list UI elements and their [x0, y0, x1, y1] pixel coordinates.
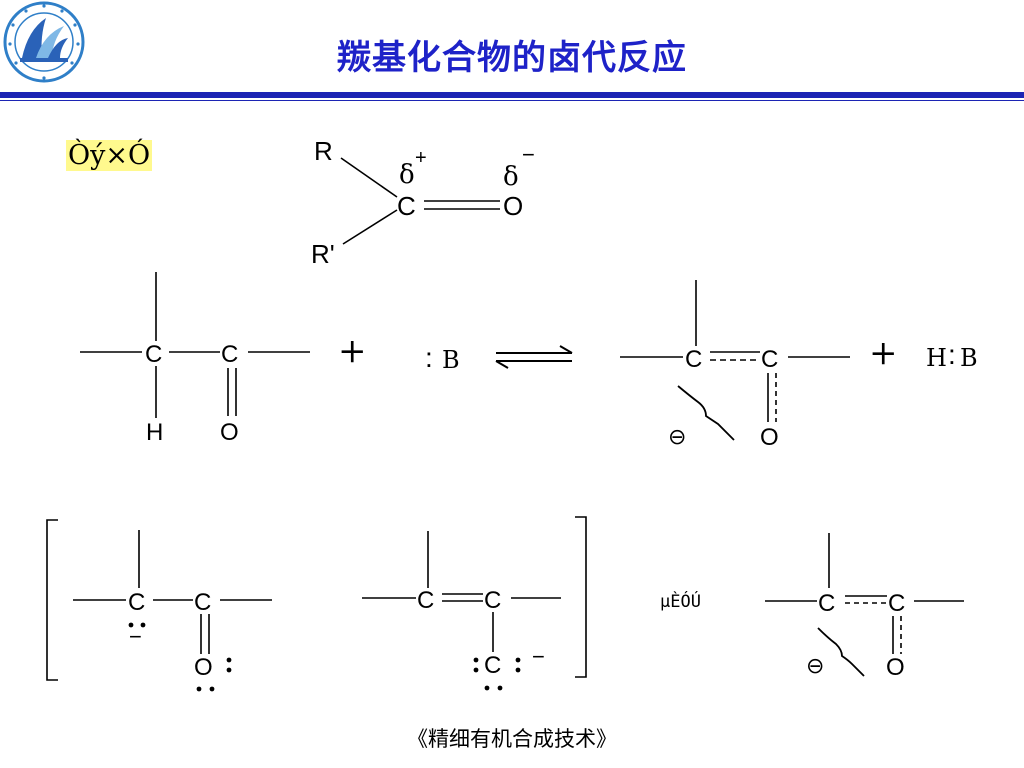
alpha-carbon: C: [417, 587, 434, 614]
carbonyl-oxygen: O: [194, 654, 213, 681]
carbonyl-oxygen: O: [503, 191, 523, 221]
carbonyl-carbon: C: [397, 191, 416, 221]
enolate-charge: −: [532, 644, 545, 669]
slide-title: 羰基化合物的卤代反应: [337, 38, 687, 78]
equilibrium-arrows: [495, 345, 573, 369]
alpha-carbon: C: [145, 341, 162, 368]
enolate-oxygen: O: [760, 424, 779, 451]
delta-plus-sign: +: [415, 147, 427, 169]
acid-lone-pair: :: [948, 339, 956, 370]
enol-carbon: C: [484, 587, 501, 614]
carbonyl-polarity-structure: R R' C O δ + δ −: [311, 136, 535, 269]
R-label: R: [314, 136, 333, 166]
resonance-enolate: C C C −: [362, 531, 561, 691]
alpha-hydrogen: H: [146, 419, 163, 446]
negative-charge-icon: ⊖: [668, 424, 686, 449]
resonance-carbanion: C C − O: [73, 530, 272, 692]
carbonyl-carbon: C: [221, 341, 238, 368]
delta-minus-symbol: δ: [503, 162, 519, 192]
resonance-bracket-right: [575, 516, 587, 678]
alpha-carbon: C: [685, 346, 702, 373]
enolate-product: C C O ⊖: [620, 280, 850, 451]
base-B: B: [442, 346, 460, 374]
carbanion-charge: −: [129, 624, 142, 649]
delta-plus-symbol: δ: [399, 160, 415, 190]
enolate-oxygen: C: [484, 652, 501, 679]
reactant-ketone: C C H O: [80, 272, 310, 446]
alpha-carbon: C: [818, 590, 835, 617]
carbonyl-carbon: C: [194, 589, 211, 616]
R-prime-label: R': [311, 239, 335, 269]
carbonyl-carbon: C: [761, 346, 778, 373]
equals-label: µÈÓÚ: [660, 590, 701, 612]
delta-minus-sign: −: [522, 142, 535, 167]
carbonyl-oxygen: O: [220, 419, 239, 446]
footer-course-title: 《精细有机合成技术》: [407, 727, 617, 751]
negative-charge-icon-2: ⊖: [806, 653, 824, 678]
header-rule-thin: [0, 100, 1024, 101]
plus-sign: +: [338, 331, 367, 371]
plus-sign-2: +: [869, 333, 898, 373]
carbonyl-carbon: C: [888, 590, 905, 617]
resonance-hybrid: C C O ⊖: [765, 533, 964, 681]
highlighted-note: Òý×Ó: [66, 140, 153, 171]
school-logo: [3, 1, 85, 83]
enolate-oxygen: O: [886, 654, 905, 681]
acid-H: H: [926, 344, 947, 372]
resonance-bracket-left: [46, 519, 58, 681]
acid-B: B: [960, 344, 978, 372]
base-lone-pair: :: [425, 342, 433, 373]
header-rule: [0, 92, 1024, 98]
alpha-carbon: C: [128, 589, 145, 616]
